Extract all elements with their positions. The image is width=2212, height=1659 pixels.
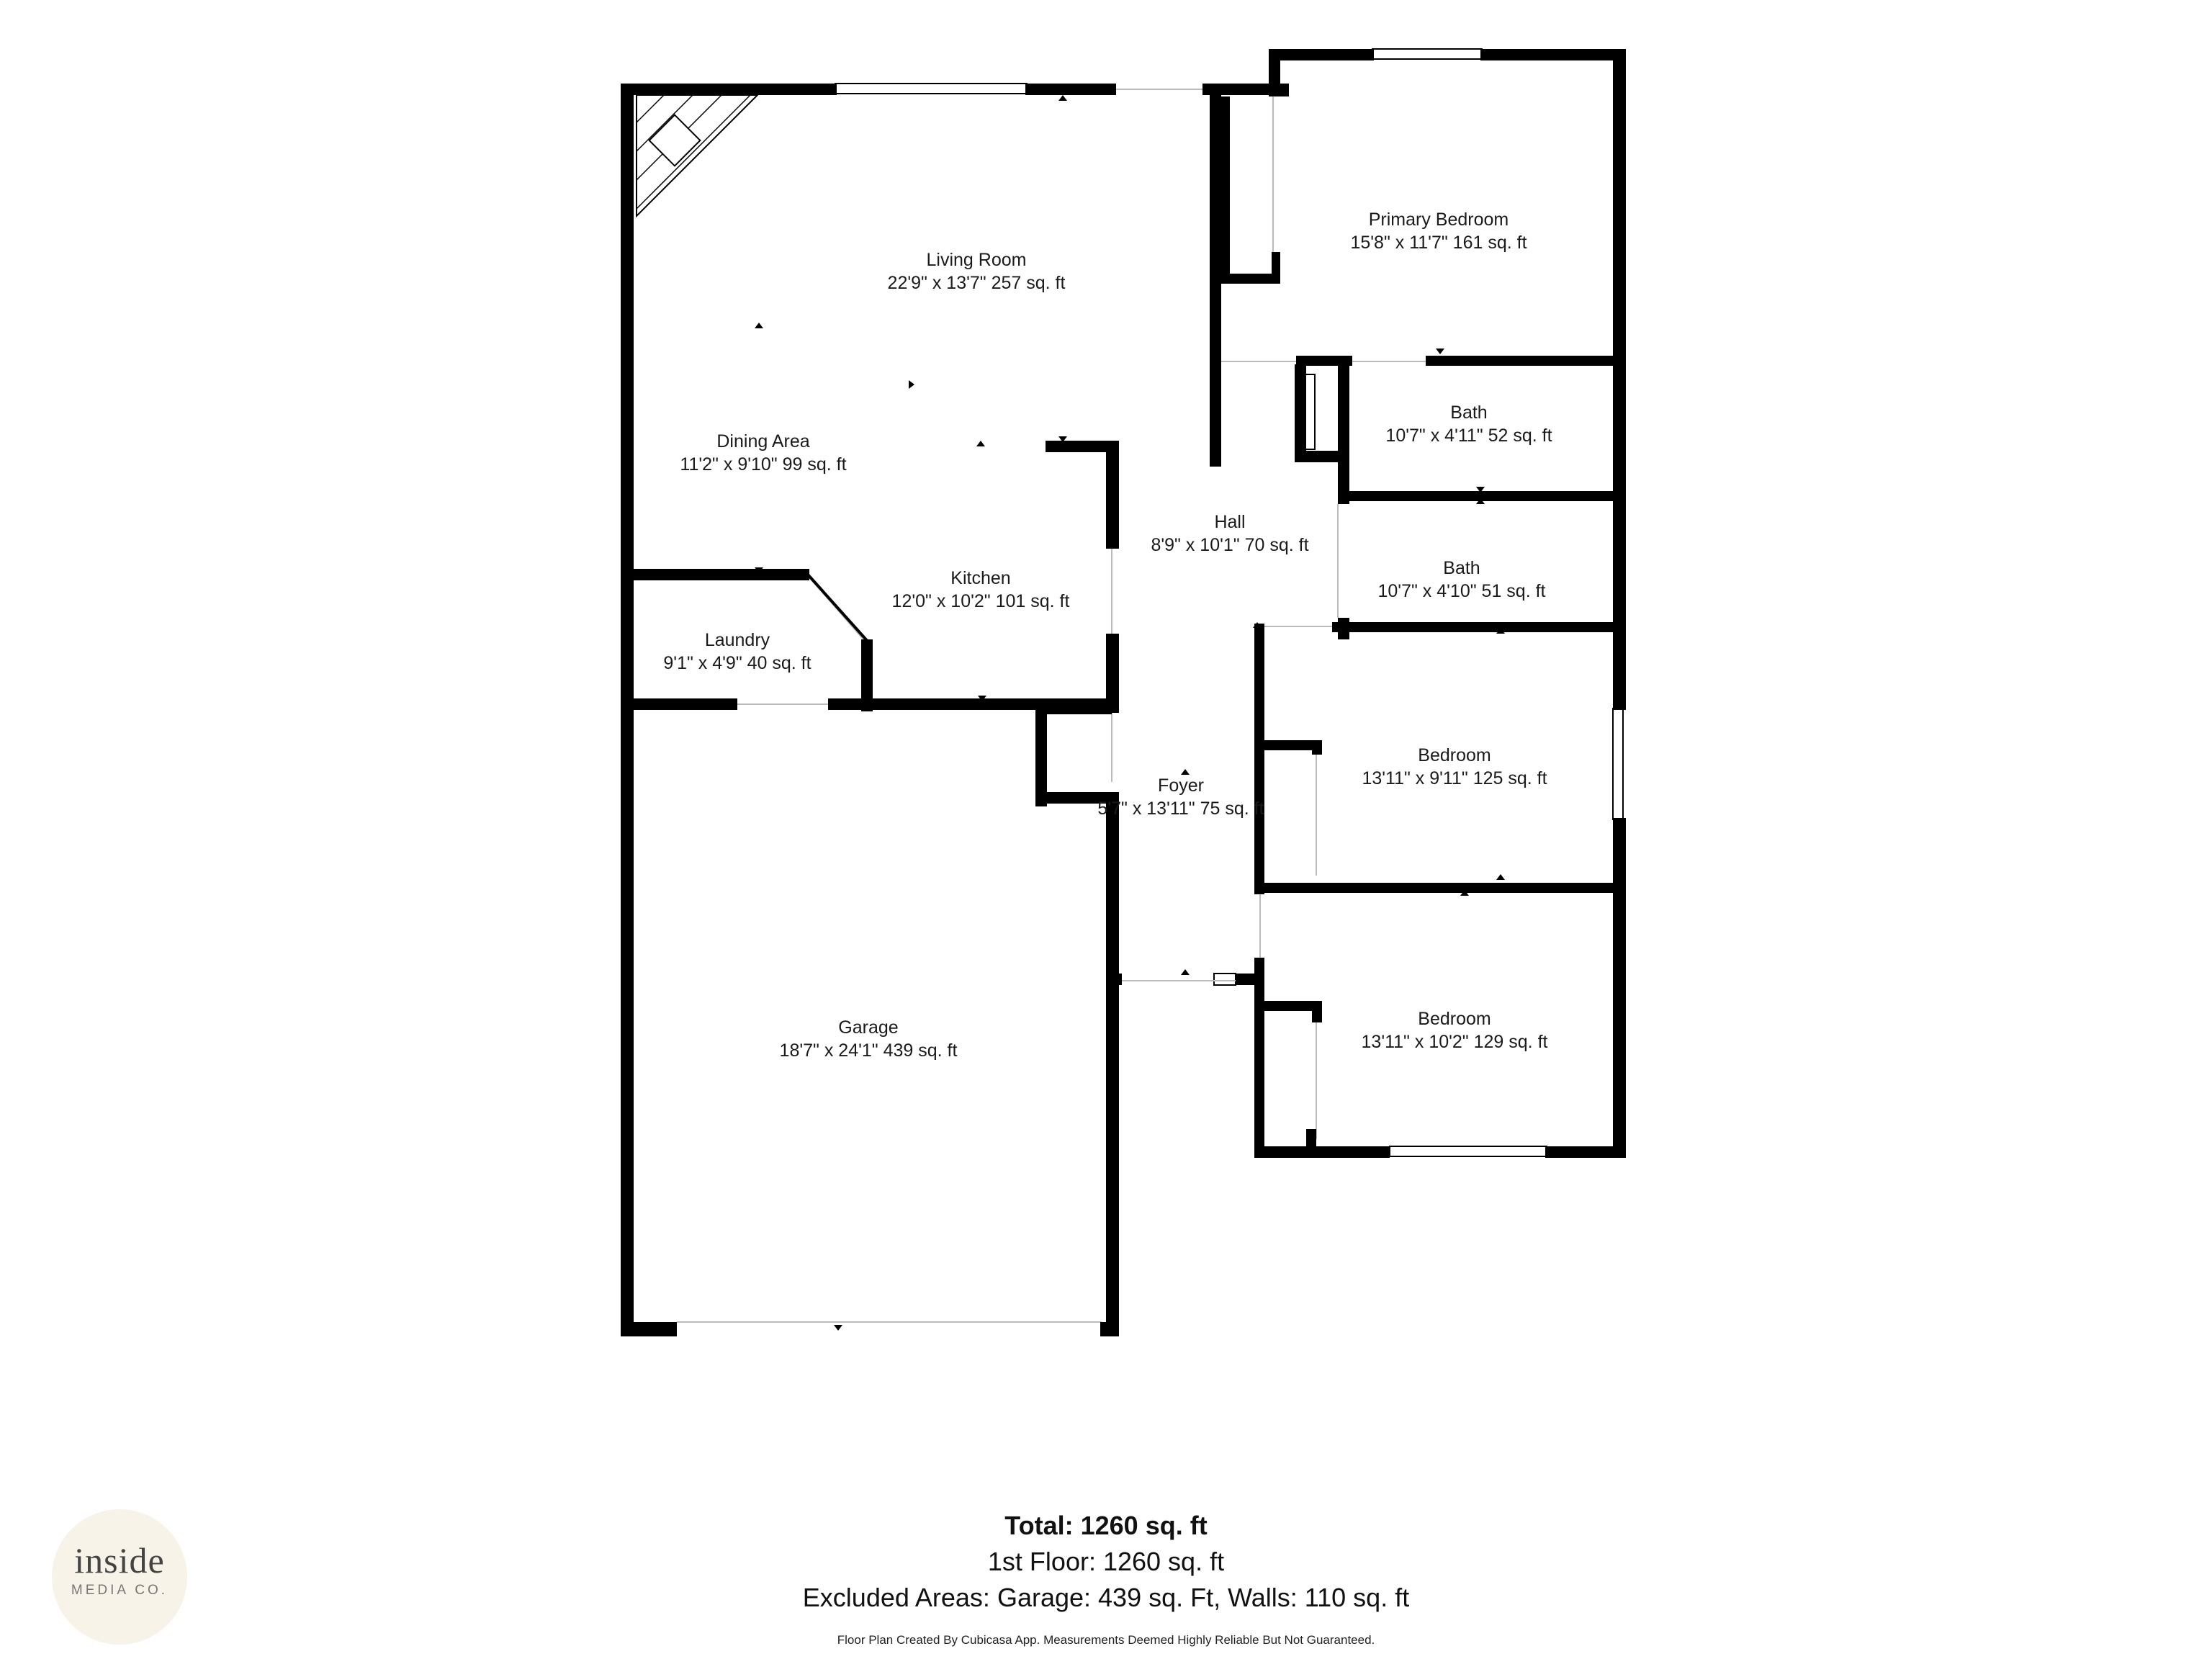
fireplace-hearth	[636, 94, 760, 218]
foyer-sidelight-window	[1213, 973, 1236, 986]
room-name-bedroom-2: Bedroom	[1418, 1009, 1491, 1029]
room-name-bath-2: Bath	[1443, 558, 1480, 578]
living-room-window	[835, 83, 1028, 94]
markers	[755, 95, 1505, 1331]
inside-media-logo: inside MEDIA CO.	[52, 1509, 187, 1645]
room-name-bath-1: Bath	[1450, 403, 1487, 423]
room-dims-living-room: 22'9" x 13'7" 257 sq. ft	[888, 273, 1066, 293]
floor-area: 1st Floor: 1260 sq. ft	[987, 1547, 1225, 1576]
room-dims-bath-2: 10'7" x 4'10" 51 sq. ft	[1378, 581, 1546, 601]
logo-sub-text: MEDIA CO.	[71, 1583, 168, 1598]
primary-bedroom-window	[1372, 48, 1483, 60]
room-dims-kitchen: 12'0" x 10'2" 101 sq. ft	[892, 591, 1070, 611]
room-dims-bedroom-2: 13'11" x 10'2" 129 sq. ft	[1362, 1032, 1548, 1052]
logo-main-text: inside	[74, 1540, 165, 1581]
bedroom-south-window	[1389, 1146, 1547, 1157]
fireplace	[636, 94, 760, 218]
room-name-kitchen: Kitchen	[950, 568, 1010, 588]
bedroom-east-window	[1612, 708, 1624, 820]
room-name-laundry: Laundry	[705, 630, 770, 650]
room-name-foyer: Foyer	[1158, 775, 1204, 796]
room-dims-dining-area: 11'2" x 9'10" 99 sq. ft	[680, 454, 846, 475]
total-area: Total: 1260 sq. ft	[1004, 1511, 1208, 1540]
disclaimer: Floor Plan Created By Cubicasa App. Meas…	[837, 1633, 1375, 1647]
room-dims-laundry: 9'1" x 4'9" 40 sq. ft	[663, 653, 811, 673]
room-dims-bedroom-1: 13'11" x 9'11" 125 sq. ft	[1362, 768, 1547, 788]
room-dims-bath-1: 10'7" x 4'11" 52 sq. ft	[1385, 426, 1552, 446]
excluded-areas: Excluded Areas: Garage: 439 sq. Ft, Wall…	[802, 1583, 1410, 1612]
room-name-primary-bedroom: Primary Bedroom	[1369, 210, 1509, 230]
room-name-bedroom-1: Bedroom	[1418, 745, 1491, 765]
room-labels: Living Room 22'9" x 13'7" 257 sq. ft Pri…	[663, 210, 1552, 1061]
room-name-hall: Hall	[1214, 512, 1245, 532]
room-name-garage: Garage	[838, 1017, 898, 1038]
room-name-dining-area: Dining Area	[716, 431, 809, 451]
walls	[621, 49, 1626, 1336]
room-dims-hall: 8'9" x 10'1" 70 sq. ft	[1151, 535, 1308, 555]
room-name-living-room: Living Room	[927, 250, 1027, 270]
room-dims-primary-bedroom: 15'8" x 11'7" 161 sq. ft	[1350, 233, 1527, 253]
room-dims-garage: 18'7" x 24'1" 439 sq. ft	[780, 1040, 958, 1061]
fireplace-box	[648, 114, 701, 167]
room-dims-foyer: 5'7" x 13'11" 75 sq. ft	[1097, 799, 1264, 819]
